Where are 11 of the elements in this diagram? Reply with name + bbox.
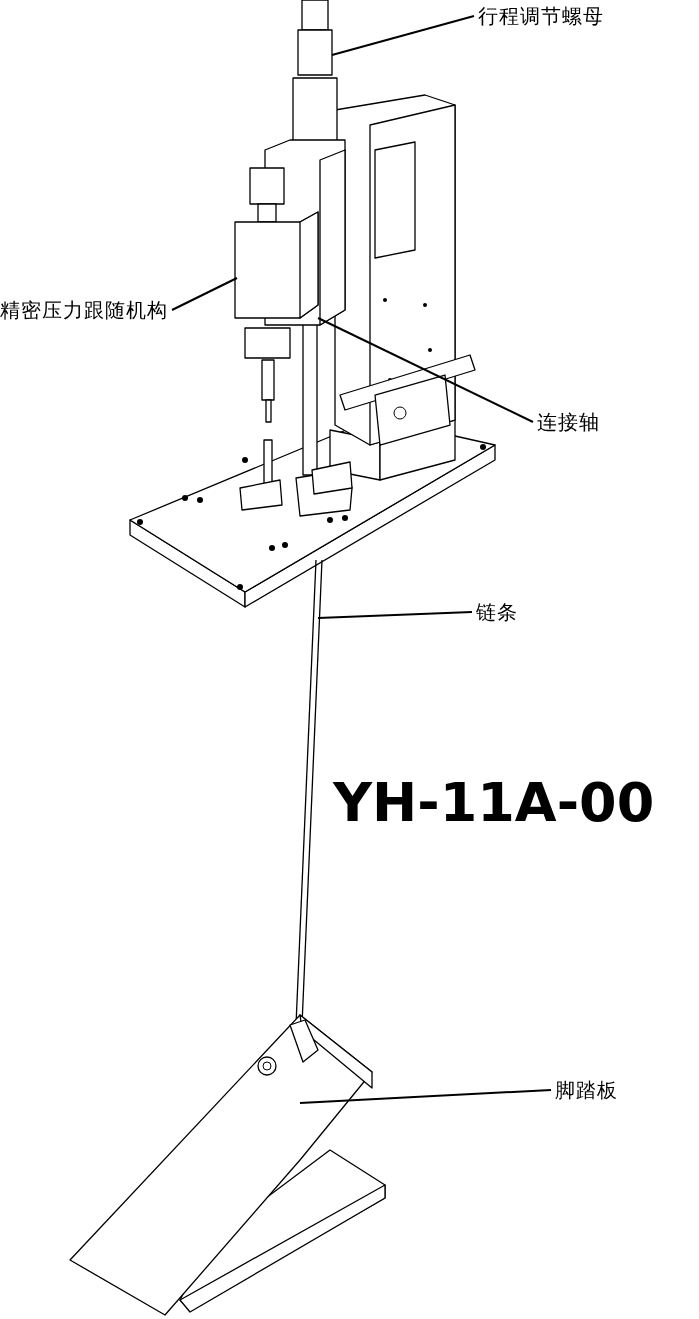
- part-label: 链条: [476, 599, 518, 625]
- part-label: 连接轴: [537, 409, 600, 435]
- part-label: 脚踏板: [555, 1077, 618, 1103]
- leader-line: [299, 1089, 552, 1104]
- model-number: YH-11A-00: [333, 772, 655, 834]
- leader-line: [317, 317, 534, 423]
- leader-line: [317, 611, 473, 619]
- part-label: 行程调节螺母: [478, 3, 604, 29]
- part-label: 精密压力跟随机构: [0, 297, 168, 323]
- leader-line: [331, 15, 475, 56]
- leader-line: [171, 277, 238, 311]
